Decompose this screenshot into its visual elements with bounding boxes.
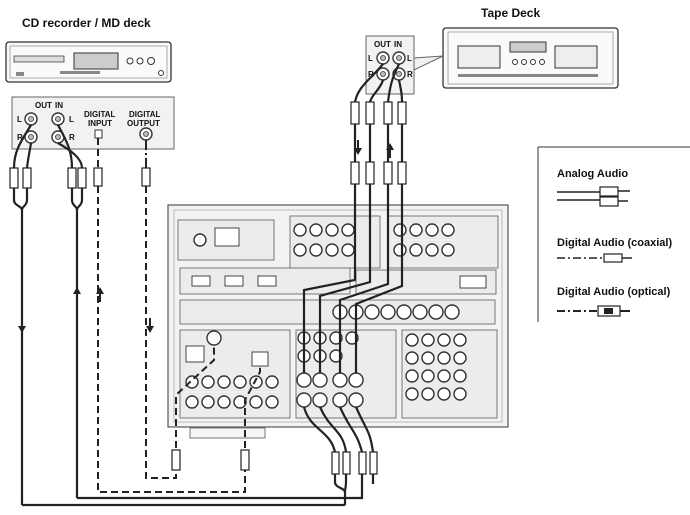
digital-input-label-1: DIGITAL	[84, 110, 116, 119]
legend-analog-label: Analog Audio	[557, 168, 628, 180]
tape-deck-device	[442, 27, 619, 89]
cd-r-right-label: R	[69, 133, 75, 142]
digital-output-label-2: OUTPUT	[127, 119, 160, 128]
receiver-digital-paths	[175, 345, 261, 470]
tape-l-left-label: L	[368, 54, 373, 63]
digital-input-label-2: INPUT	[88, 119, 112, 128]
cd-l-left-label: L	[17, 115, 22, 124]
legend-optical-label: Digital Audio (optical)	[557, 286, 671, 298]
legend-analog-symbol	[557, 186, 630, 207]
tape-r-right-label: R	[407, 70, 413, 79]
tape-out-label: OUT	[374, 40, 391, 49]
tape-rear-panel: OUT IN L R L R	[365, 35, 444, 95]
cd-rear-panel: OUT IN L R L R DIGITAL INPUT DIGITAL OUT…	[11, 96, 175, 150]
tape-l-right-label: L	[407, 54, 412, 63]
cd-out-label: OUT	[35, 101, 52, 110]
legend: Analog Audio Digital Audio (coaxial) Dig…	[537, 146, 690, 322]
cd-analog-cables	[9, 124, 87, 505]
cd-r-left-label: R	[17, 133, 23, 142]
cd-in-label: IN	[55, 101, 63, 110]
cd-recorder-title: CD recorder / MD deck	[22, 16, 151, 30]
receiver-bottom-plugs	[22, 406, 378, 507]
tape-r-left-label: R	[368, 70, 374, 79]
cd-digital-cables	[93, 138, 246, 493]
digital-optical-jack	[94, 129, 103, 139]
receiver-jack-grid	[185, 223, 467, 409]
legend-optical-symbol	[557, 305, 630, 317]
tape-deck-title: Tape Deck	[481, 6, 540, 20]
digital-output-label-1: DIGITAL	[129, 110, 161, 119]
legend-coaxial-label: Digital Audio (coaxial)	[557, 237, 672, 249]
cd-recorder-device	[5, 41, 172, 83]
legend-coaxial-symbol	[557, 253, 632, 263]
tape-in-label: IN	[394, 40, 402, 49]
tape-cables	[302, 63, 407, 373]
cd-l-right-label: L	[69, 115, 74, 124]
